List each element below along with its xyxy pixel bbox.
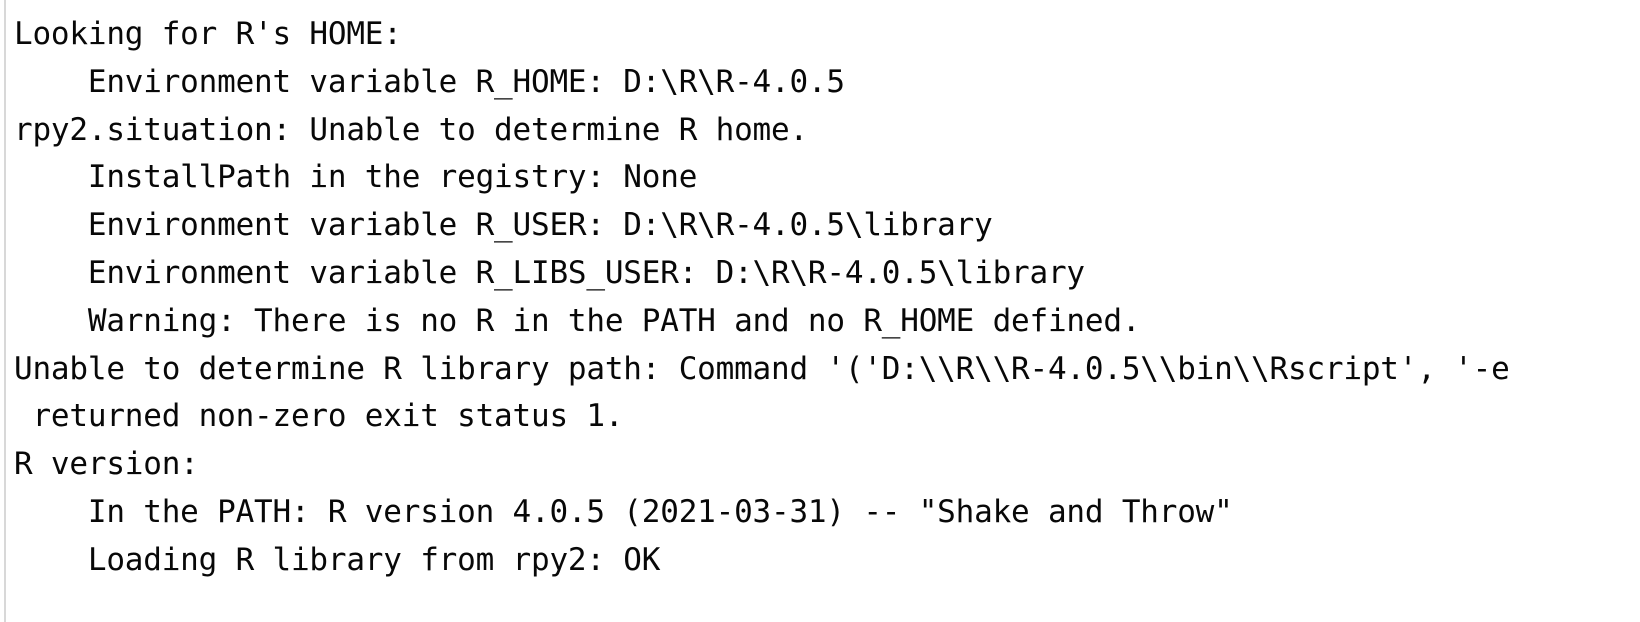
console-line: InstallPath in the registry: None <box>14 159 698 196</box>
console-line: Environment variable R_LIBS_USER: D:\R\R… <box>14 254 1085 291</box>
console-line: R version: <box>14 446 199 483</box>
console-line: In the PATH: R version 4.0.5 (2021-03-31… <box>14 493 1233 530</box>
console-line: Environment variable R_HOME: D:\R\R-4.0.… <box>14 63 845 100</box>
console-line: Environment variable R_USER: D:\R\R-4.0.… <box>14 207 993 244</box>
console-line: returned non-zero exit status 1. <box>14 398 624 435</box>
console-line: Unable to determine R library path: Comm… <box>14 350 1510 387</box>
console-line: rpy2.situation: Unable to determine R ho… <box>14 111 808 148</box>
console-gutter-border <box>4 0 6 622</box>
console-line: Warning: There is no R in the PATH and n… <box>14 302 1141 339</box>
console-line: Loading R library from rpy2: OK <box>14 541 661 578</box>
console-line: Looking for R's HOME: <box>14 16 402 52</box>
console-output[interactable]: Looking for R's HOME: Environment variab… <box>14 11 1510 585</box>
